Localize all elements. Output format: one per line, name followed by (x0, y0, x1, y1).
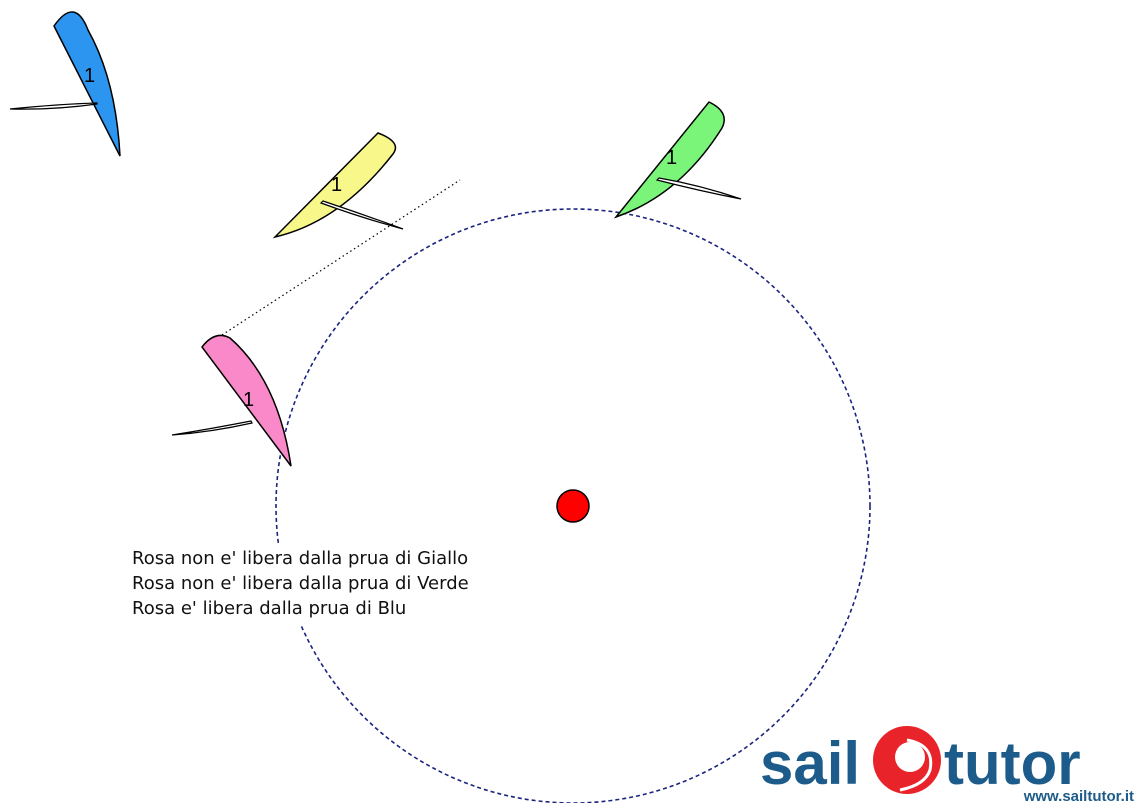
boat-blu-sail (9, 102, 98, 110)
boat-rosa: 1 (171, 334, 292, 467)
logo-swirl-icon (873, 726, 941, 794)
boat-giallo-number: 1 (331, 174, 342, 196)
boat-blu-number: 1 (84, 65, 95, 87)
mark-buoy (556, 489, 590, 523)
zone-circle (275, 208, 871, 803)
caption-line-3: Rosa e' libera dalla prua di Blu (132, 598, 407, 619)
boat-giallo-hull (272, 132, 397, 239)
logo-word-sail: sail (760, 730, 860, 797)
boat-rosa-sail (171, 420, 253, 436)
boat-verde-number: 1 (666, 147, 677, 169)
boat-verde-hull (613, 101, 725, 219)
boat-rosa-number: 1 (243, 389, 254, 411)
boat-giallo-sail (319, 200, 404, 230)
caption-line-1: Rosa non e' libera dalla prua di Giallo (132, 548, 469, 569)
boat-verde: 1 (613, 101, 742, 219)
sailtutor-logo: sail tutor www.sailtutor.it (760, 726, 1134, 803)
boat-giallo: 1 (272, 132, 404, 239)
explanation-text: Rosa non e' libera dalla prua di Giallo … (132, 544, 652, 625)
boat-blu: 1 (9, 11, 121, 157)
boat-rosa-hull (201, 334, 292, 467)
boat-verde-sail (655, 177, 742, 200)
logo-url: www.sailtutor.it (1023, 788, 1134, 803)
boat-blu-hull (53, 11, 121, 157)
caption-line-2: Rosa non e' libera dalla prua di Verde (132, 573, 469, 594)
logo-word-tutor: tutor (944, 730, 1081, 797)
